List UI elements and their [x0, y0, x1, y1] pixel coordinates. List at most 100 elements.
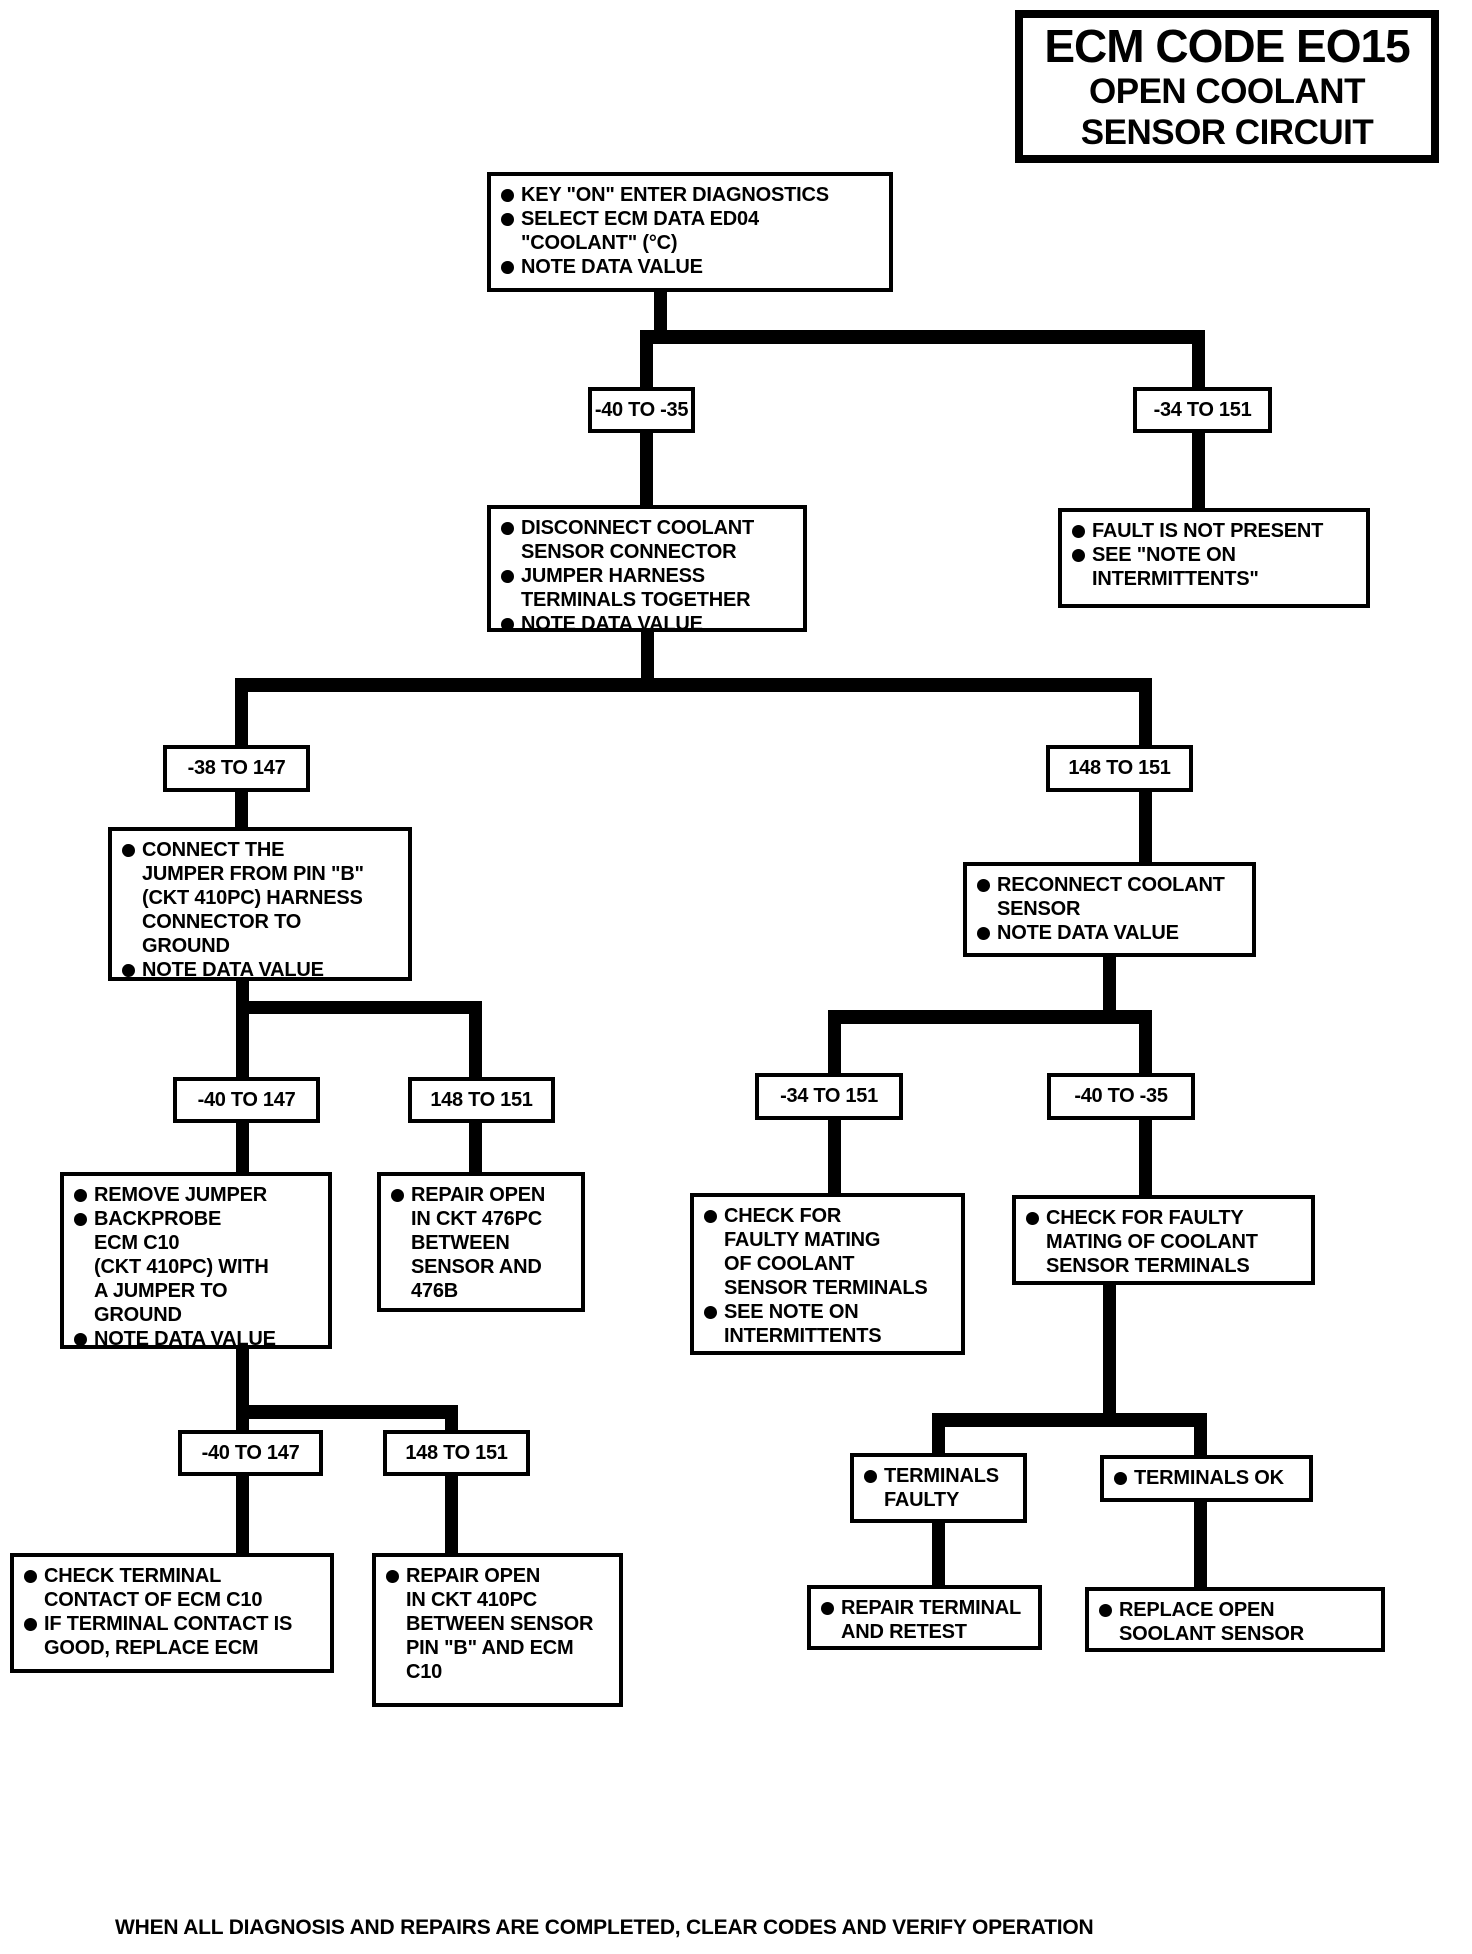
page-title: ECM CODE EO15 [1044, 19, 1410, 72]
connector-line [828, 1010, 1152, 1024]
bullet-text: JUMPER HARNESS TERMINALS TOGETHER [521, 565, 751, 611]
bullet-item: CHECK FOR FAULTY MATING OF COOLANT SENSO… [700, 1204, 955, 1300]
connector-line [235, 678, 248, 745]
bullet-text: BACKPROBE ECM C10 (CKT 410PC) WITH A JUM… [94, 1208, 269, 1326]
bullet-text: TERMINALS OK [1134, 1466, 1284, 1489]
connector-line [1192, 433, 1205, 508]
bullet-text: CONNECT THE JUMPER FROM PIN "B" (CKT 410… [142, 839, 364, 957]
bullet-text: NOTE DATA VALUE [94, 1328, 276, 1350]
connector-line [640, 330, 1205, 344]
bullet-text: CHECK FOR FAULTY MATING OF COOLANT SENSO… [1046, 1207, 1258, 1277]
bullet-item: REPAIR TERMINAL AND RETEST [817, 1596, 1032, 1644]
connector-line [1139, 1120, 1152, 1195]
connector-line [1139, 678, 1152, 745]
bullet-text: KEY "ON" ENTER DIAGNOSTICS [521, 184, 829, 206]
range-label: -40 TO 147 [178, 1430, 323, 1476]
connector-line [236, 1001, 482, 1014]
bullet-item: KEY "ON" ENTER DIAGNOSTICS [497, 183, 883, 207]
connector-line [654, 292, 667, 338]
range-label: -40 TO -35 [588, 387, 695, 433]
bullet-item: REPAIR OPEN IN CKT 410PC BETWEEN SENSOR … [382, 1564, 613, 1684]
step-box-terminals-faulty: TERMINALS FAULTY [850, 1453, 1027, 1523]
bullet-item: REMOVE JUMPER [70, 1183, 322, 1207]
bullet-text: REPLACE OPEN SOOLANT SENSOR [1119, 1599, 1304, 1645]
connector-line [469, 1123, 482, 1172]
step-box-repair-terminal-retest: REPAIR TERMINAL AND RETEST [807, 1585, 1042, 1650]
connector-line [932, 1413, 945, 1453]
bullet-text: REPAIR TERMINAL AND RETEST [841, 1597, 1021, 1643]
bullet-item: CHECK TERMINAL CONTACT OF ECM C10 [20, 1564, 324, 1612]
bullet-text: NOTE DATA VALUE [997, 922, 1179, 944]
range-label: -34 TO 151 [1133, 387, 1272, 433]
bullet-text: REMOVE JUMPER [94, 1184, 267, 1206]
bullet-item: RECONNECT COOLANT SENSOR [973, 873, 1246, 921]
bullet-text: NOTE DATA VALUE [521, 613, 703, 635]
connector-line [1194, 1413, 1207, 1455]
connector-line [1192, 330, 1205, 387]
bullet-text: CHECK TERMINAL CONTACT OF ECM C10 [44, 1565, 263, 1611]
step-box-terminals-ok: TERMINALS OK [1100, 1455, 1313, 1502]
connector-line [236, 1123, 249, 1172]
connector-line [1139, 1010, 1152, 1073]
footer-instruction: WHEN ALL DIAGNOSIS AND REPAIRS ARE COMPL… [115, 1916, 1094, 1939]
connector-line [1103, 957, 1116, 1013]
step-box-repair-open-476pc: REPAIR OPEN IN CKT 476PC BETWEEN SENSOR … [377, 1172, 585, 1312]
bullet-item: NOTE DATA VALUE [497, 612, 797, 636]
page-subtitle-line2: SENSOR CIRCUIT [1080, 112, 1374, 152]
connector-line [236, 1405, 458, 1419]
bullet-item: TERMINALS OK [1110, 1466, 1303, 1490]
bullet-text: NOTE DATA VALUE [142, 959, 324, 981]
diagnostic-title-box: ECM CODE EO15 OPEN COOLANT SENSOR CIRCUI… [1015, 10, 1439, 163]
connector-line [236, 1405, 249, 1430]
bullet-text: IF TERMINAL CONTACT IS GOOD, REPLACE ECM [44, 1613, 293, 1659]
range-label: 148 TO 151 [1046, 745, 1193, 792]
step-box-connect-jumper-ground: CONNECT THE JUMPER FROM PIN "B" (CKT 410… [108, 827, 412, 981]
bullet-item: REPAIR OPEN IN CKT 476PC BETWEEN SENSOR … [387, 1183, 575, 1303]
bullet-item: NOTE DATA VALUE [497, 255, 883, 279]
connector-line [1139, 792, 1152, 862]
bullet-item: SELECT ECM DATA ED04 "COOLANT" (°C) [497, 207, 883, 255]
bullet-text: REPAIR OPEN IN CKT 476PC BETWEEN SENSOR … [411, 1184, 546, 1302]
bullet-item: NOTE DATA VALUE [118, 958, 402, 982]
bullet-text: TERMINALS FAULTY [884, 1465, 999, 1511]
bullet-item: TERMINALS FAULTY [860, 1464, 1017, 1512]
connector-line [445, 1405, 458, 1430]
range-label: -40 TO 147 [173, 1077, 320, 1123]
bullet-text: CHECK FOR FAULTY MATING OF COOLANT SENSO… [724, 1205, 928, 1299]
step-box-repair-open-410pc: REPAIR OPEN IN CKT 410PC BETWEEN SENSOR … [372, 1553, 623, 1707]
step-box-check-mating-intermittents: CHECK FOR FAULTY MATING OF COOLANT SENSO… [690, 1193, 965, 1355]
connector-line [469, 1001, 482, 1077]
bullet-text: SELECT ECM DATA ED04 "COOLANT" (°C) [521, 208, 759, 254]
bullet-item: SEE NOTE ON INTERMITTENTS [700, 1300, 955, 1348]
step-box-replace-sensor: REPLACE OPEN SOOLANT SENSOR [1085, 1587, 1385, 1652]
bullet-item: BACKPROBE ECM C10 (CKT 410PC) WITH A JUM… [70, 1207, 322, 1327]
connector-line [641, 632, 654, 692]
connector-line [828, 1120, 841, 1193]
bullet-text: FAULT IS NOT PRESENT [1092, 520, 1324, 542]
connector-line [236, 1476, 249, 1553]
connector-line [932, 1523, 945, 1585]
bullet-item: DISCONNECT COOLANT SENSOR CONNECTOR [497, 516, 797, 564]
connector-line [235, 678, 1152, 692]
range-label: 148 TO 151 [408, 1077, 555, 1123]
bullet-item: REPLACE OPEN SOOLANT SENSOR [1095, 1598, 1375, 1646]
range-label: -40 TO -35 [1047, 1073, 1195, 1120]
connector-line [1103, 1285, 1116, 1417]
bullet-item: CONNECT THE JUMPER FROM PIN "B" (CKT 410… [118, 838, 402, 958]
bullet-item: SEE "NOTE ON INTERMITTENTS" [1068, 543, 1360, 591]
range-label: 148 TO 151 [383, 1430, 530, 1476]
step-box-check-mating: CHECK FOR FAULTY MATING OF COOLANT SENSO… [1012, 1195, 1315, 1285]
connector-line [1194, 1502, 1207, 1587]
connector-line [236, 1001, 249, 1077]
bullet-item: NOTE DATA VALUE [973, 921, 1246, 945]
bullet-text: RECONNECT COOLANT SENSOR [997, 874, 1225, 920]
bullet-text: NOTE DATA VALUE [521, 256, 703, 278]
bullet-item: CHECK FOR FAULTY MATING OF COOLANT SENSO… [1022, 1206, 1305, 1278]
